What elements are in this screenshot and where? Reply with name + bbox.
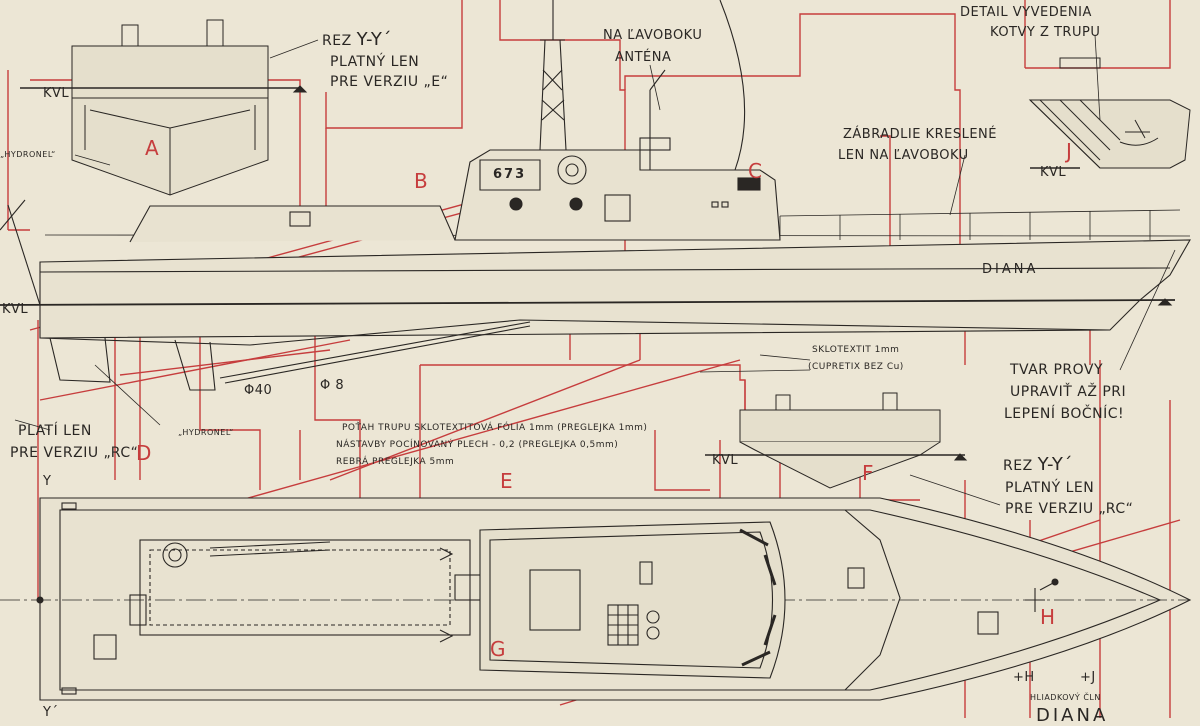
plus-j-marker: +J (1080, 670, 1096, 685)
section-rc-yy-label: Y-Y´ (1037, 454, 1073, 475)
section-rc-line2: PLATNÝ LEN (1005, 480, 1095, 496)
bow-note-line3: LEPENÍ BOČNÍC! (1004, 406, 1125, 422)
spec-note-line2: NÁSTAVBY POCÍNOVANÝ PLECH - 0,2 (PREGLEJ… (336, 440, 619, 450)
anchor-note-line1: DETAIL VYVEDENIA (960, 5, 1092, 20)
spec-note-line3: REBRÁ PREGLEJKA 5mm (336, 457, 455, 467)
plan-view (0, 497, 1192, 701)
grid-letter-b: B (414, 169, 428, 193)
hull-number: 673 (493, 167, 527, 182)
plus-h-marker: +H (1013, 670, 1035, 685)
rc-note-line1: PLATÍ LEN (18, 423, 92, 439)
section-e-line3: PRE VERZIU „E“ (330, 74, 449, 90)
grid-letter-a: A (145, 136, 159, 160)
y-marker-bottom: Y´ (43, 705, 59, 720)
grid-letter-f: F (862, 461, 874, 485)
caption-title: HLIADKOVÝ ČLN (1030, 693, 1101, 702)
antenna-note-line2: ANTÉNA (615, 50, 672, 65)
kvl-marker-section-f: KVL (712, 453, 739, 468)
kvl-marker-section-a: KVL (43, 86, 70, 101)
section-e-title: REZ Y-Y´ (322, 30, 392, 51)
sklotextit-note-line1: SKLOTEXTIT 1mm (812, 345, 900, 355)
bow-note-line1: TVAR PROVY (1010, 362, 1104, 378)
section-rc-rez-label: REZ (1003, 458, 1033, 474)
grid-letter-j: J (1066, 139, 1072, 163)
anchor-note-line2: KOTVY Z TRUPU (990, 25, 1101, 40)
section-rc-line3: PRE VERZIU „RC“ (1005, 501, 1134, 517)
section-e-yy-label: Y-Y´ (356, 29, 392, 50)
railing-note-line2: LEN NA ĽAVOBOKU (838, 148, 969, 163)
y-marker-top: Y (43, 474, 52, 489)
side-profile (0, 0, 1191, 391)
grid-letter-h: H (1040, 605, 1056, 629)
railing-note-line1: ZÁBRADLIE KRESLENÉ (843, 127, 997, 142)
hydronel-top-label: „HYDRONEL“ (0, 150, 56, 159)
bow-note-line2: UPRAVIŤ AŽ PRI (1010, 384, 1127, 400)
section-rc-title: REZ Y-Y´ (1003, 455, 1073, 476)
phi8-dimension: Φ 8 (320, 378, 345, 393)
section-e-line2: PLATNÝ LEN (330, 54, 420, 70)
spec-note-line1: POŤAH TRUPU SKLOTEXTITOVÁ FÓLIA 1mm (PRE… (342, 423, 648, 433)
grid-letter-c: C (748, 159, 762, 183)
section-a (20, 19, 308, 196)
leader-lines (14, 34, 1176, 506)
grid-letter-e: E (500, 469, 513, 493)
section-f (705, 392, 968, 489)
sklotextit-note-line2: (CUPRETIX BEZ Cu) (808, 362, 904, 372)
kvl-marker-main: KVL (2, 302, 29, 317)
kvl-marker-detail-j: KVL (1040, 165, 1067, 180)
phi40-dimension: Φ40 (244, 383, 273, 398)
section-e-rez-label: REZ (322, 33, 352, 49)
caption-ship-name: DIANA (1036, 705, 1109, 726)
ship-name-on-hull: DIANA (982, 262, 1039, 277)
grid-letter-g: G (490, 637, 506, 661)
antenna-note-line1: NA ĽAVOBOKU (603, 28, 703, 43)
grid-letter-d: D (136, 441, 152, 465)
detail-j-anchor (1028, 57, 1191, 169)
rc-note-line2: PRE VERZIU „RC“ (10, 445, 139, 461)
hydronel-bottom-label: „HYDRONEL“ (178, 428, 234, 437)
